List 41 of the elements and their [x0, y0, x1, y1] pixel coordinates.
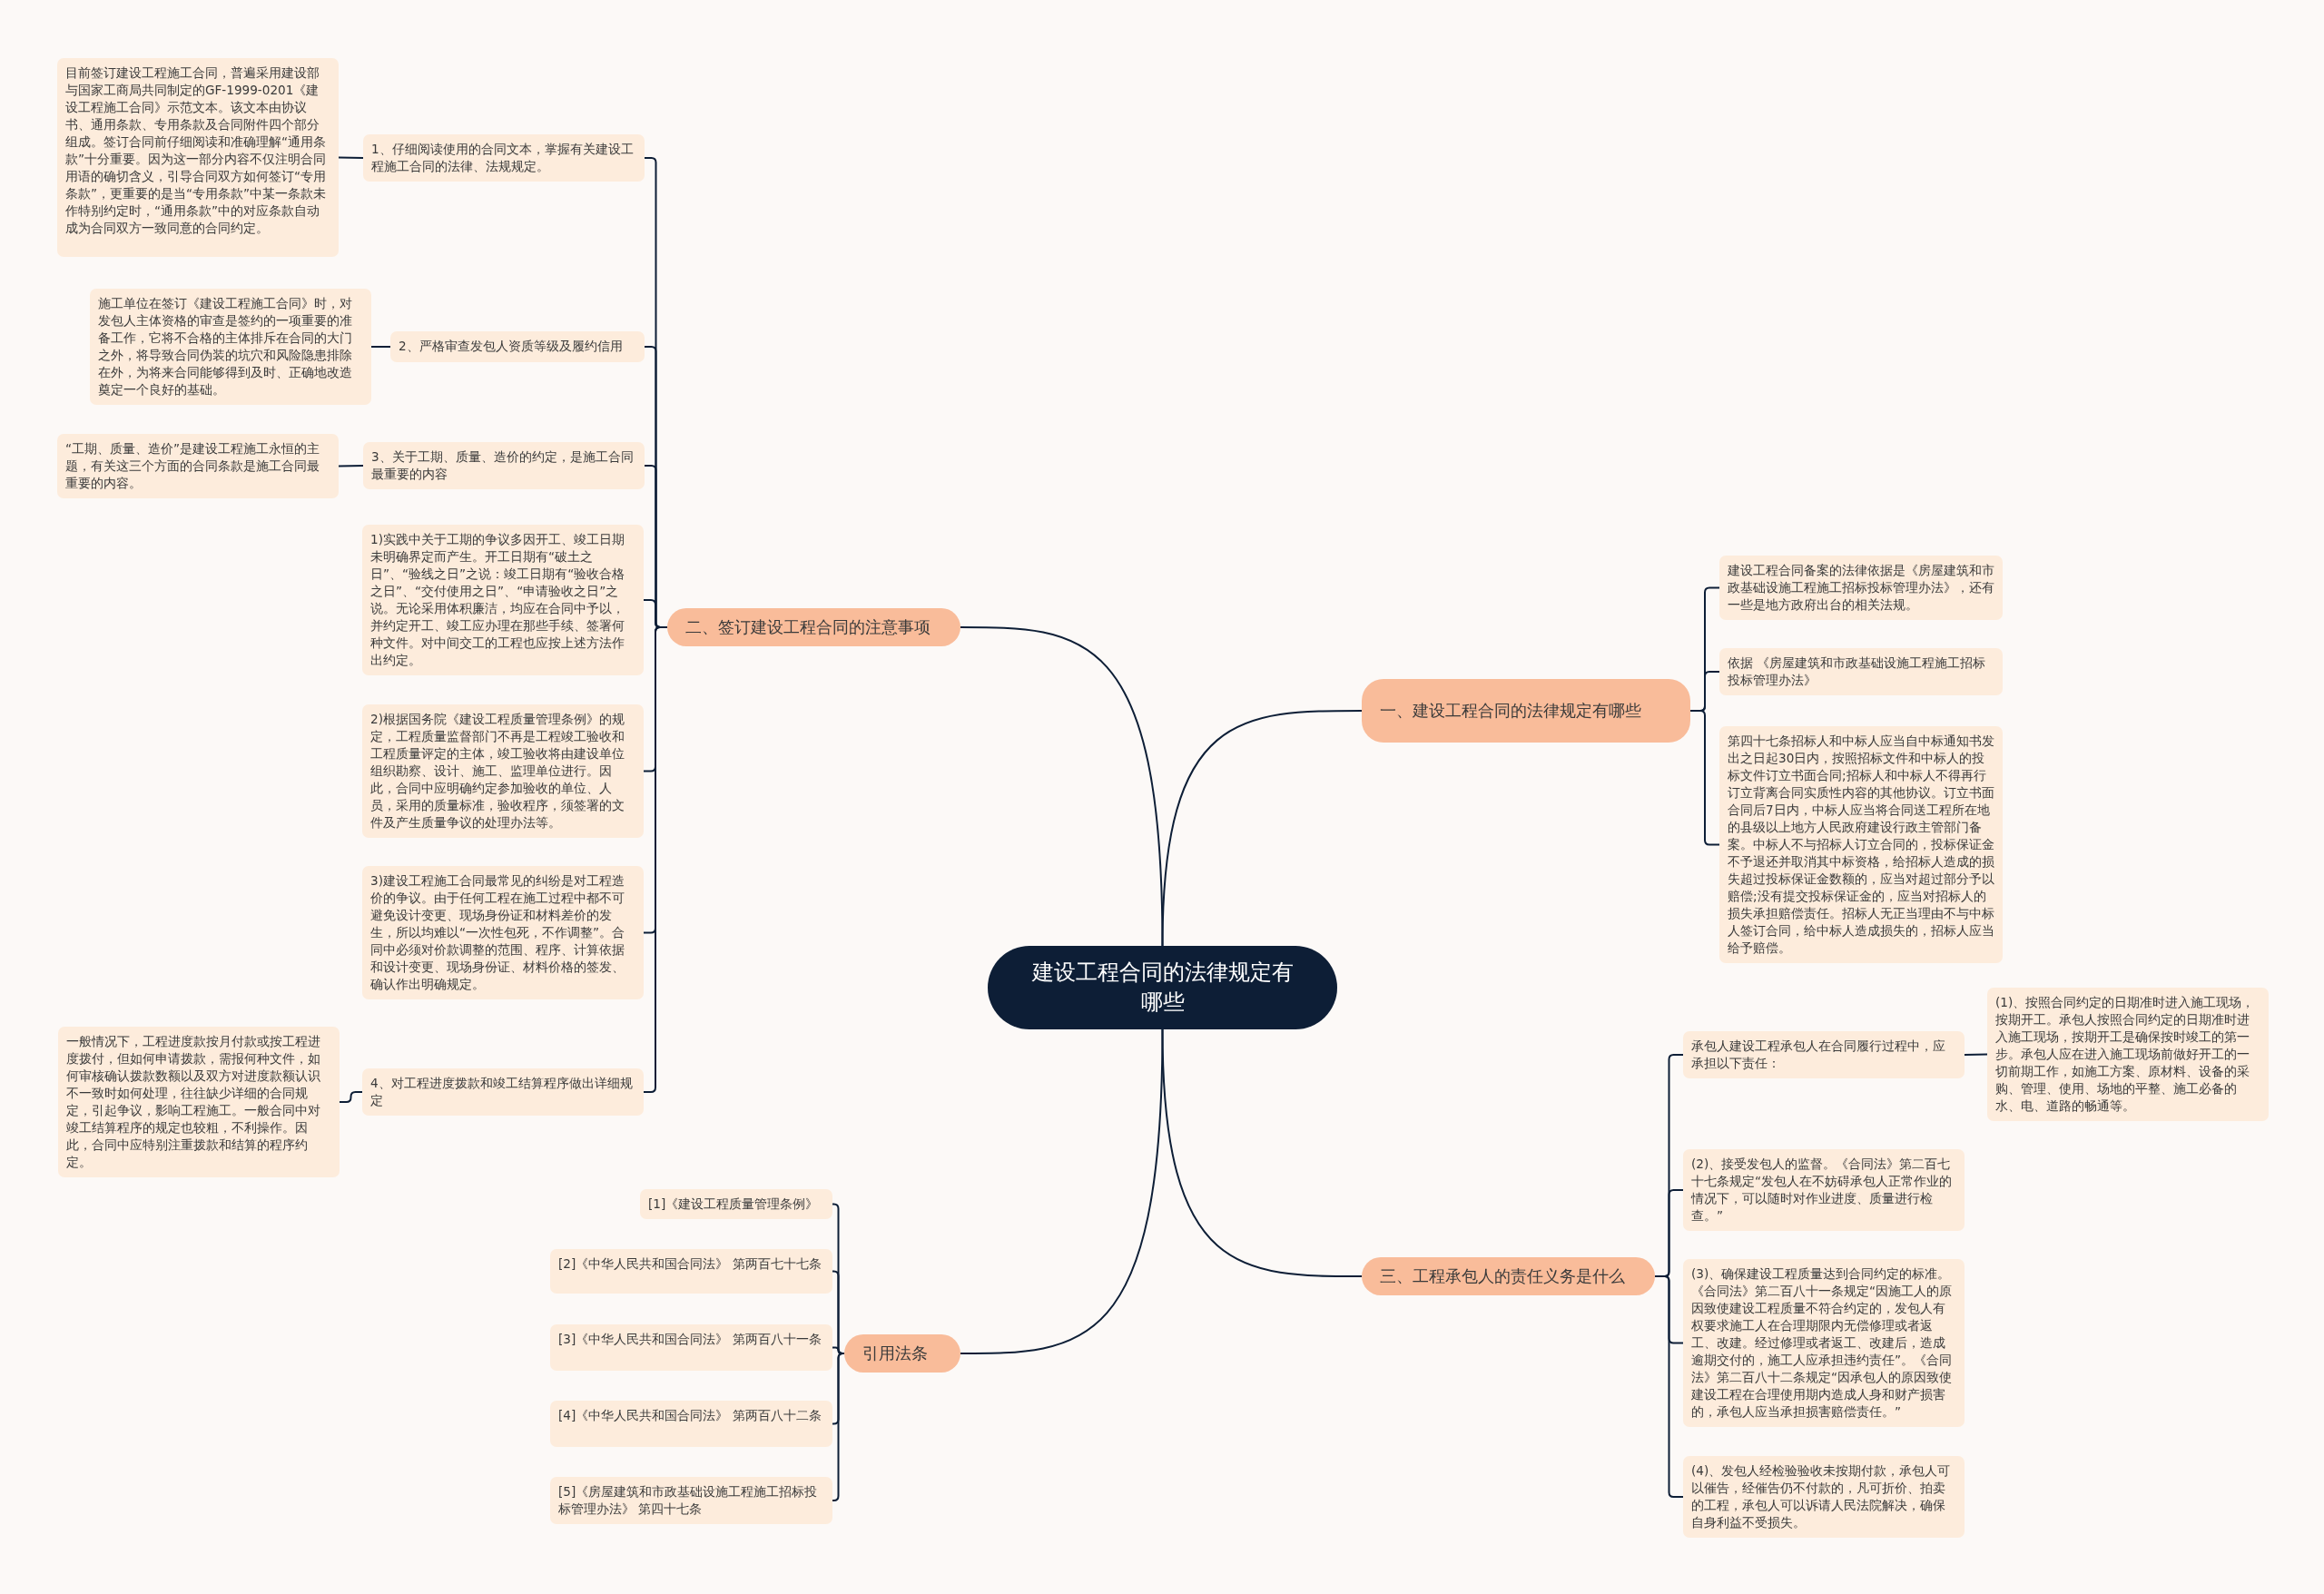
- connector-line: [1689, 710, 1720, 846]
- connector-line: [832, 1353, 845, 1501]
- subtopic-box: 承包人建设工程承包人在合同履行过程中，应承担以下责任：: [1683, 1031, 1965, 1078]
- note-box: 一般情况下，工程进度款按月付款或按工程进度拨付，但如何申请拨款，需报何种文件，如何审核确认拨款数额以及双方对进度款额认识不一致时如何处理，往往缺少详细的合同规定，引起争议，影响工程施工。一般合同中对竣工结算程序的规定也较粗，不利操作。因此，合同中应特别注重拨款和结算的程序约定。: [58, 1027, 340, 1177]
- branch-topic: 三、工程承包人的责任义务是什么: [1362, 1257, 1655, 1295]
- connector-line: [960, 626, 1164, 947]
- connector-line: [1161, 710, 1363, 947]
- citation-box: [4]《中华人民共和国合同法》 第两百八十二条: [550, 1401, 832, 1447]
- connector-line: [1654, 1275, 1684, 1498]
- note-box: “工期、质量、造价”是建设工程施工永恒的主题，有关这三个方面的合同条款是施工合同最重要的内容。: [57, 434, 339, 498]
- subtopic-box: 2)根据国务院《建设工程质量管理条例》的规定，工程质量监督部门不再是工程竣工验收和工程质量评定的主体，竣工验收将由建设单位组织勘察、设计、施工、监理单位进行。因此，合同中应明确约定参加验收的单位、人员，采用的质量标准，验收程序，须签署的文件及产生质量争议的处理办法等。: [362, 704, 644, 838]
- connector-line: [339, 1091, 363, 1103]
- citation-box: [2]《中华人民共和国合同法》 第两百七十七条: [550, 1249, 832, 1294]
- note-box: 依据 《房屋建筑和市政基础设施工程施工招标投标管理办法》: [1719, 648, 2003, 695]
- subtopic-box: (3)、确保建设工程质量达到合同约定的标准。《合同法》第二百八十一条规定“因施工人的原因致使建设工程质量不符合约定的，发包人有权要求施工人在合理期限内无偿修理或者返工、改建。经过修理或者返工、改建后，造成逾期交付的，施工人应承担违约责任”。《合同法》第二百八十二条规定“因承包人的原因致使建设工程在合理使用期内造成人身和财产损害的，承包人应当承担损害赔偿责任。”: [1683, 1259, 1965, 1427]
- subtopic-box: 1)实践中关于工期的争议多因开工、竣工日期未明确界定而产生。开工日期有“破土之日”、“验线之日”之说：竣工日期有“验收合格之日”、“交付使用之日”、“申请验收之日”之说。无论采用体积廉洁，均应在合同中予以，并约定开工、竣工应办理在那些手续、签署何种文件。对中间交工的工程也应按上述方法作出约定。: [362, 525, 644, 675]
- subtopic-box: (2)、接受发包人的监督。《合同法》第二百七十七条规定“发包人在不妨碍承包人正常作业的情况下，可以随时对作业进度、质量进行检查。”: [1683, 1149, 1965, 1231]
- subtopic-box: 2、严格审查发包人资质等级及履约信用: [390, 331, 645, 362]
- note-box: 第四十七条招标人和中标人应当自中标通知书发出之日起30日内，按照招标文件和中标人的投标文件订立书面合同;招标人和中标人不得再行订立背离合同实质性内容的其他协议。订立书面合同后7日内，中标人应当将合同送工程所在地的县级以上地方人民政府建设行政主管部门备案。中标人不与招标人订立合同的，投标保证金不予退还并取消其中标资格，给招标人造成的损失超过投标保证金数额的，应当对超过部分予以赔偿;没有提交投标保证金的，应当对招标人的损失承担赔偿责任。招标人无正当理由不与中标人签订合同，给中标人造成损失的，招标人应当给予赔偿。: [1719, 726, 2003, 963]
- subtopic-box: 1、仔细阅读使用的合同文本，掌握有关建设工程施工合同的法律、法规规定。: [363, 134, 645, 182]
- note-box: 建设工程合同备案的法律依据是《房屋建筑和市政基础设施工程施工招标投标管理办法》，还有一些是地方政府出台的相关法规。: [1719, 556, 2003, 620]
- subtopic-box: 3、关于工期、质量、造价的约定，是施工合同最重要的内容: [363, 442, 645, 489]
- subtopic-box: 3)建设工程施工合同最常见的纠纷是对工程造价的争议。由于任何工程在施工过程中都不可避免设计变更、现场身份证和材料差价的发生，所以均难以“一次性包死，不作调整”。合同中必须对价款调整的范围、程序、计算依据和设计变更、现场身份证、材料价格的签发、确认作出明确规定。: [362, 866, 644, 999]
- note-box: 施工单位在签订《建设工程施工合同》时，对发包人主体资格的审查是签约的一项重要的准备工作，它将不合格的主体排斥在合同的大门之外，将导致合同伪装的坑穴和风险隐患排除在外，为将来合同能够得到及时、正确地改造奠定一个良好的基础。: [90, 289, 371, 405]
- branch-topic: 二、签订建设工程合同的注意事项: [667, 608, 960, 646]
- connector-line: [338, 465, 364, 467]
- root-topic: 建设工程合同的法律规定有哪些: [988, 946, 1337, 1029]
- branch-topic: 一、建设工程合同的法律规定有哪些: [1362, 679, 1690, 743]
- connector-line: [1161, 1028, 1363, 1277]
- connector-line: [1964, 1053, 1988, 1056]
- citation-box: [1]《建设工程质量管理条例》: [640, 1189, 832, 1219]
- citation-box: [5]《房屋建筑和市政基础设施工程施工招标投标管理办法》 第四十七条: [550, 1477, 832, 1524]
- note-box: 目前签订建设工程施工合同，普遍采用建设部与国家工商局共同制定的GF-1999-0201《建设工程施工合同》示范文本。该文本由协议书、通用条款、专用条款及合同附件四个部分组成。签订合同前仔细阅读和准确理解“通用条款”十分重要。因为这一部分内容不仅注明合同用语的确切含义，引导合同双方如何签订“专用条款”，更重要的是当“专用条款”中某一条款未作特别约定时，“通用条款”中的对应条款自动成为合同双方一致同意的合同约定。: [57, 58, 339, 257]
- connector-line: [960, 1028, 1164, 1354]
- subtopic-box: (4)、发包人经检验验收未按期付款，承包人可以催告，经催告仍不付款的，凡可折价、拍卖的工程，承包人可以诉请人民法院解决，确保自身利益不受损失。: [1683, 1456, 1965, 1538]
- connector-line: [338, 156, 364, 159]
- note-box: (1)、按照合同约定的日期准时进入施工现场，按期开工。承包人按照合同约定的日期准时进入施工现场，按期开工是确保按时竣工的第一步。承包人应在进入施工现场前做好开工的一切前期工作，如施工方案、原材料、设备的采购、管理、使用、场地的平整、施工必备的水、电、道路的畅通等。: [1987, 988, 2269, 1121]
- subtopic-box: 4、对工程进度拨款和竣工结算程序做出详细规定: [362, 1068, 644, 1116]
- connector-line: [370, 346, 391, 348]
- citation-box: [3]《中华人民共和国合同法》 第两百八十一条: [550, 1324, 832, 1371]
- branch-topic: 引用法条: [844, 1334, 960, 1373]
